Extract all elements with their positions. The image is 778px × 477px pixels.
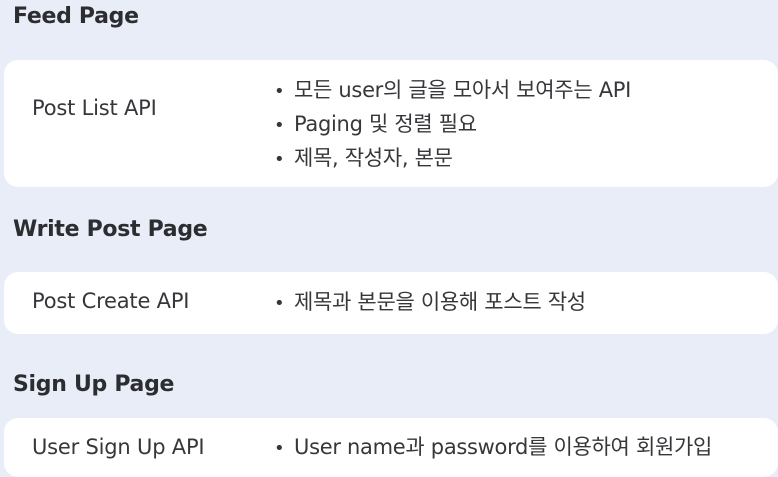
detail-item: •제목, 작성자, 본문 (274, 142, 631, 176)
section-title-write-post-page: Write Post Page (13, 217, 208, 242)
api-details-user-sign-up: •User name과 password를 이용하여 회원가입 (274, 431, 712, 465)
section-title-sign-up-page: Sign Up Page (13, 372, 175, 397)
bullet-icon: • (274, 115, 285, 136)
api-details-post-create: •제목과 본문을 이용해 포스트 작성 (274, 286, 586, 320)
detail-item: •Paging 및 정렬 필요 (274, 108, 631, 142)
section-title-feed-page: Feed Page (13, 4, 139, 29)
detail-item: •제목과 본문을 이용해 포스트 작성 (274, 286, 586, 320)
bullet-icon: • (274, 81, 285, 102)
api-card-post-create: Post Create API •제목과 본문을 이용해 포스트 작성 (4, 272, 778, 334)
api-card-user-sign-up: User Sign Up API •User name과 password를 이… (4, 418, 778, 477)
api-name-post-list: Post List API (32, 96, 157, 120)
bullet-icon: • (274, 293, 285, 314)
api-name-user-sign-up: User Sign Up API (32, 435, 205, 459)
api-details-post-list: •모든 user의 글을 모아서 보여주는 API •Paging 및 정렬 필… (274, 74, 631, 176)
detail-item: •User name과 password를 이용하여 회원가입 (274, 431, 712, 465)
api-card-post-list: Post List API •모든 user의 글을 모아서 보여주는 API … (4, 60, 778, 187)
bullet-icon: • (274, 149, 285, 170)
api-name-post-create: Post Create API (32, 289, 190, 313)
bullet-icon: • (274, 438, 285, 459)
detail-item: •모든 user의 글을 모아서 보여주는 API (274, 74, 631, 108)
